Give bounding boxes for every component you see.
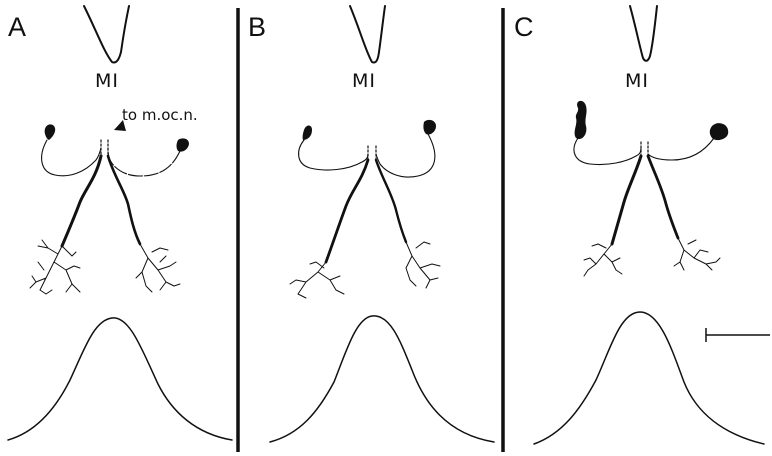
panel-letter-c: C [514,12,534,42]
crossing-c [641,142,648,156]
panel-b: B MI [248,6,494,442]
branch-right-c [648,156,678,238]
soma-right-b [423,120,436,135]
panel-letter-a: A [8,12,26,42]
axon-right-c [648,138,714,160]
soma-right-c [710,123,728,140]
arbor-left-a [30,240,80,294]
bell-curve-c [534,312,764,444]
arbor-right-a [136,244,180,292]
axon-left-c [574,138,641,165]
branch-left-a [62,156,101,246]
midline-label-a: MI [95,70,119,92]
axon-right-b [376,134,435,177]
branch-left-c [612,156,641,244]
midline-label-b: MI [352,70,376,92]
soma-right-a [177,138,190,151]
midline-trace-c [630,6,657,61]
arbor-left-b [290,262,344,298]
panel-a: A MI to m.oc.n. [8,6,232,440]
branch-right-b [376,160,406,242]
axon-right-a [108,148,180,176]
axon-left-b [299,140,368,170]
midline-trace-b [350,6,385,63]
bell-curve-a [8,318,232,440]
soma-left-b [303,126,312,141]
soma-left-a [45,124,56,140]
crossing-b [368,146,376,160]
panel-letter-b: B [248,12,266,42]
midline-trace-a [84,6,129,63]
arbor-left-c [584,244,622,276]
arbor-right-c [674,238,720,270]
branch-right-a [108,156,140,244]
crossing-a [101,140,108,156]
arbor-right-b [406,242,440,288]
midline-label-c: MI [625,70,649,92]
annotation-label: to m.oc.n. [122,106,198,124]
bell-curve-b [270,316,494,442]
panel-c: C MI [514,6,770,444]
axon-left-a [42,140,101,176]
branch-left-b [326,160,368,262]
soma-left-c [575,101,587,139]
